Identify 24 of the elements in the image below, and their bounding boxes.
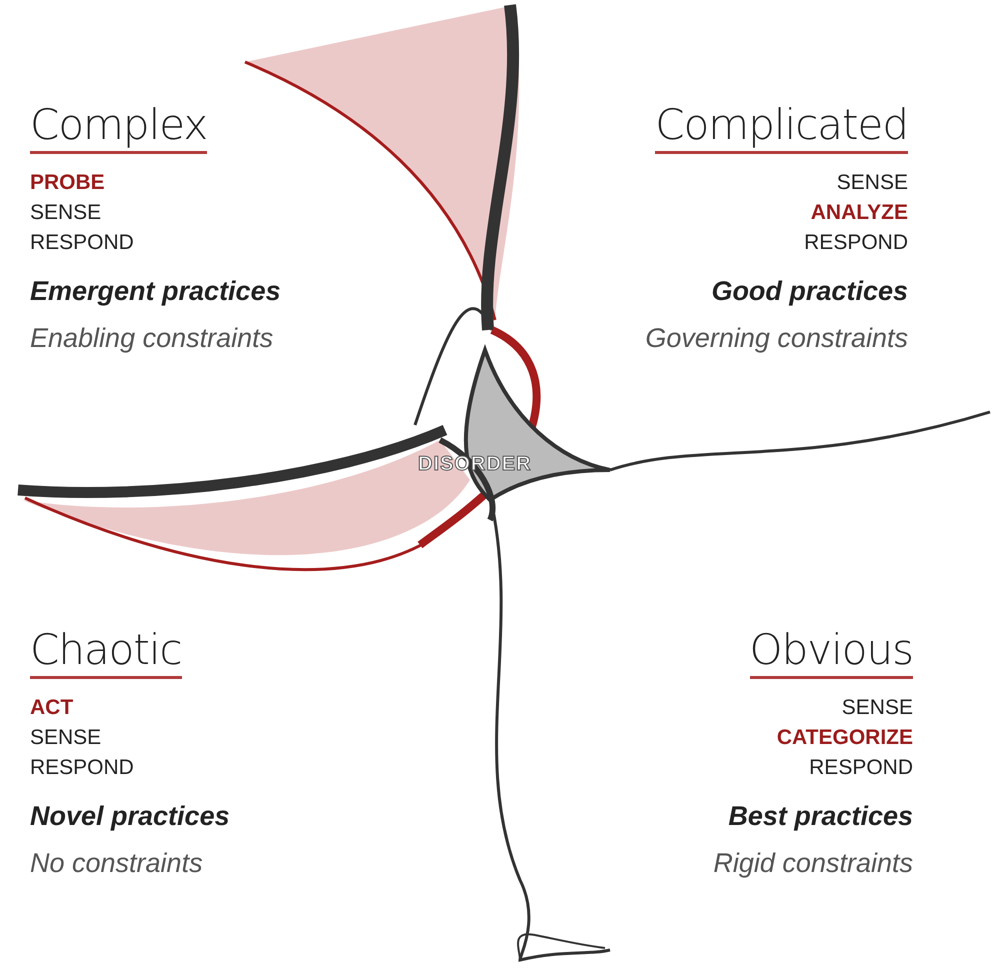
method-step: ACT	[30, 693, 74, 723]
practice-label: Novel practices	[30, 801, 230, 832]
method-step: SENSE	[30, 723, 102, 753]
practice-label: Good practices	[711, 276, 908, 307]
method-step: ANALYZE	[810, 198, 908, 228]
method-step: RESPOND	[30, 228, 134, 258]
domain-heading: Obvious	[750, 625, 913, 679]
domain-heading: Complex	[30, 100, 208, 154]
method-step: SENSE	[30, 198, 102, 228]
method-step: SENSE	[842, 693, 913, 723]
constraint-label: Governing constraints	[645, 323, 908, 354]
method-step: PROBE	[30, 168, 105, 198]
domain-heading: Complicated	[655, 100, 908, 154]
domain-heading: Chaotic	[30, 625, 182, 679]
method-step: RESPOND	[30, 753, 134, 783]
method-step: RESPOND	[809, 753, 913, 783]
method-step: RESPOND	[804, 228, 908, 258]
constraint-label: No constraints	[30, 848, 203, 879]
constraint-label: Rigid constraints	[713, 848, 913, 879]
method-step: CATEGORIZE	[776, 723, 913, 753]
method-step: SENSE	[836, 168, 908, 198]
constraint-label: Enabling constraints	[30, 323, 274, 354]
practice-label: Best practices	[728, 801, 913, 832]
practice-label: Emergent practices	[30, 276, 281, 307]
